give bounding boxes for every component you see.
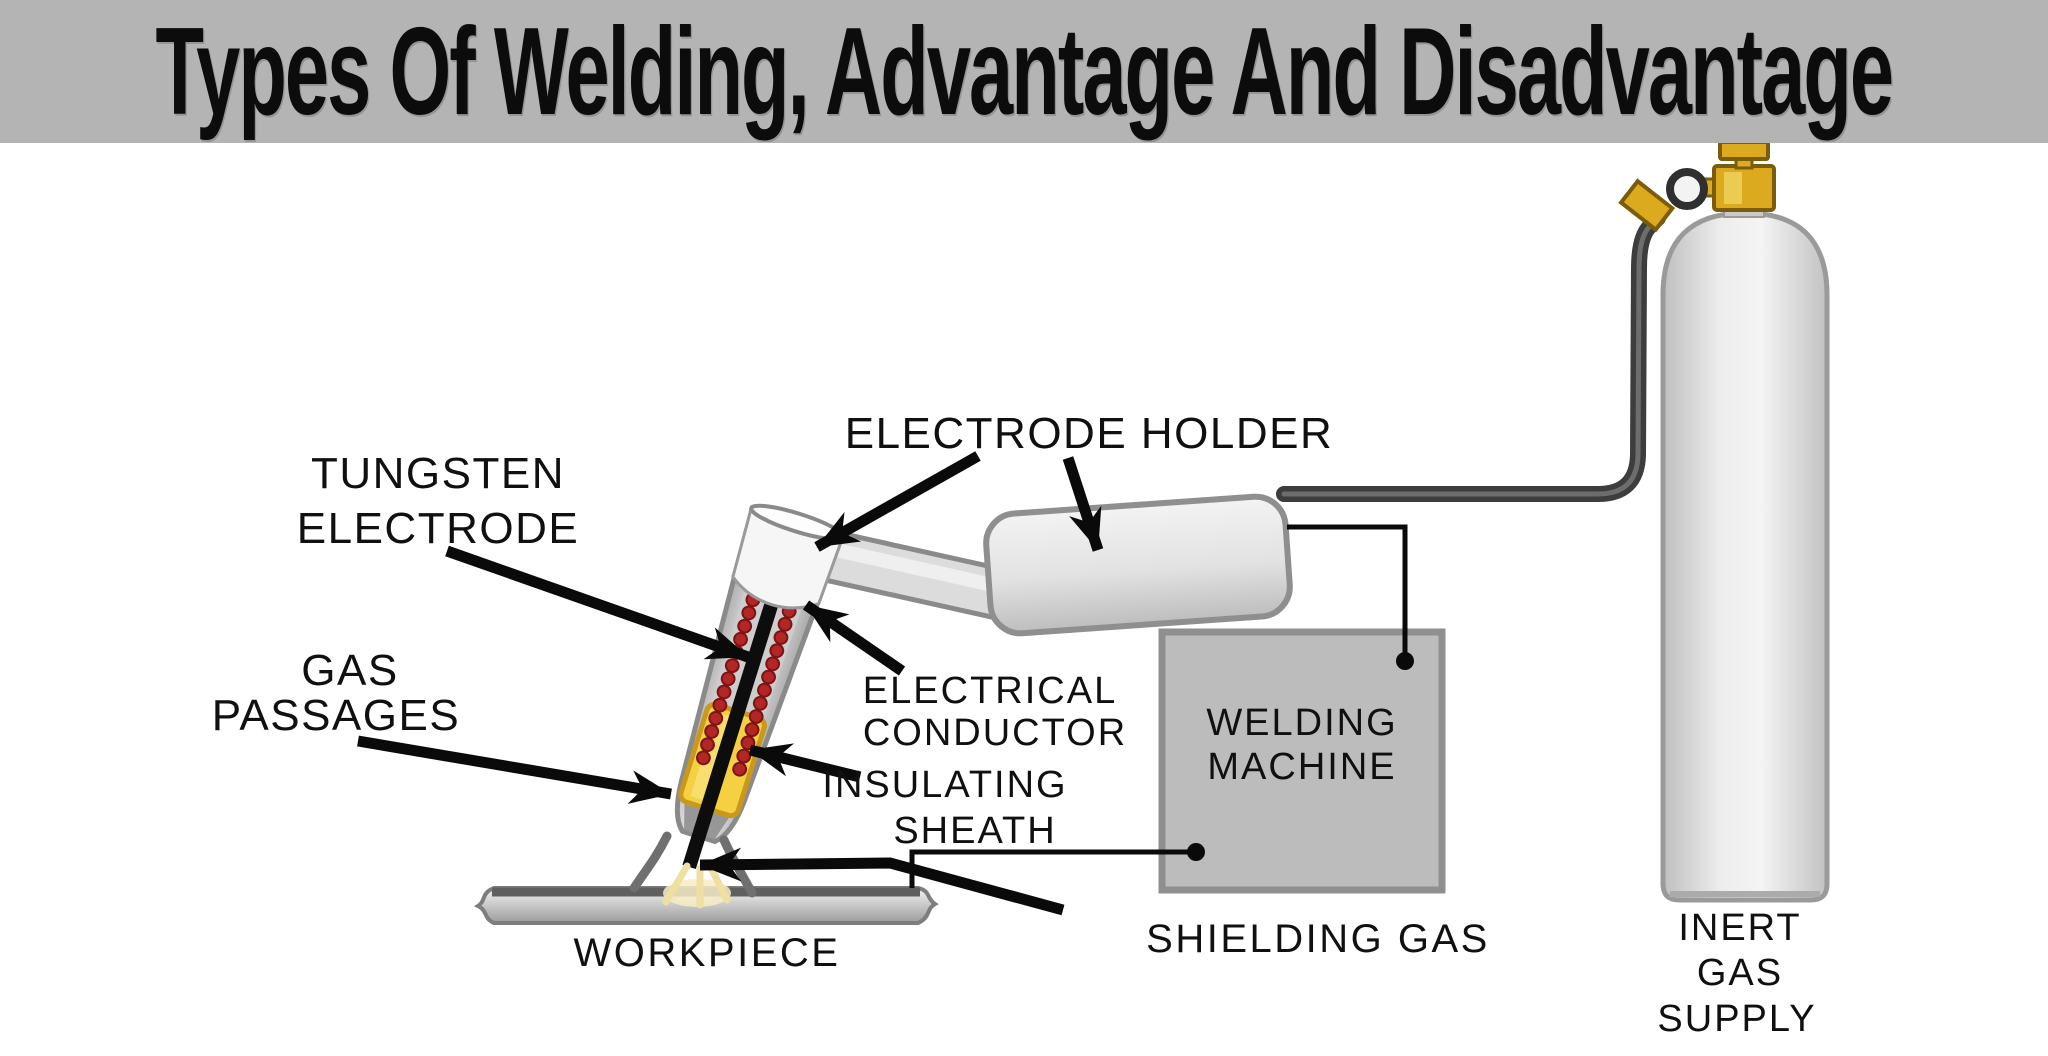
label-passages: PASSAGES [212, 691, 460, 740]
gas-passage-dot [732, 761, 748, 777]
gas-passage-dot [708, 710, 724, 726]
gas-passage-dot [741, 605, 757, 621]
gas-passage-dot [716, 684, 732, 700]
gas-passage-dot [696, 750, 711, 766]
gas-passage-dot [769, 643, 785, 659]
wire-terminal-dot [1187, 843, 1205, 861]
gas-passage-dot [752, 695, 768, 711]
gas-passage-dot [757, 682, 772, 698]
tungsten-electrode-rod [682, 551, 794, 870]
holder-to-machine-wire [1287, 524, 1414, 670]
label-inert-supply: SUPPLY [1657, 998, 1816, 1040]
electrode-holder-body [983, 493, 1293, 637]
gas-passage-dots [696, 592, 797, 777]
gas-passage-dot [748, 709, 764, 724]
pointer-gas-passages [357, 735, 672, 804]
hose-coupling-ring [1666, 168, 1708, 210]
page-title: Types Of Welding, Advantage And Disadvan… [155, 2, 1895, 141]
valve-block [1712, 164, 1776, 212]
gas-cylinder [1660, 202, 1830, 903]
label-workpiece: WORKPIECE [574, 931, 841, 975]
gas-passage-dot [773, 630, 789, 645]
gas-passage-dot [744, 722, 760, 738]
cylinder-valve [1618, 140, 1776, 233]
valve-fitting-angled [1618, 178, 1676, 233]
gas-hose-highlight [1281, 215, 1661, 497]
pointer-electrode-holder-right [1062, 456, 1104, 552]
gas-passage-dot [712, 697, 728, 713]
gas-passage-dot [724, 658, 740, 674]
gas-passage-dot [765, 656, 781, 672]
label-insulating: INSULATING [822, 764, 1067, 806]
gas-hose [1276, 210, 1666, 502]
welding-torch [674, 503, 846, 870]
label-conductor: CONDUCTOR [863, 712, 1127, 754]
label-tungsten: TUNGSTEN [311, 449, 565, 498]
label-welding: WELDING [1206, 702, 1397, 744]
pointer-insulating-sheath [748, 743, 862, 783]
pointer-shielding-gas [699, 847, 1065, 916]
valve-handle [1718, 140, 1770, 161]
workpiece-to-machine-wire [909, 843, 1205, 888]
label-inert-gas: GAS [1697, 952, 1783, 994]
welding-machine-box [1158, 628, 1446, 894]
gas-passage-dot [704, 724, 720, 739]
wire-terminal-dot [1396, 652, 1414, 670]
label-electrical: ELECTRICAL [863, 670, 1117, 712]
label-shielding-gas: SHIELDING GAS [1146, 917, 1490, 961]
gas-passage-dot [777, 616, 793, 632]
label-inert: INERT [1678, 907, 1801, 949]
label-electrode-holder: ELECTRODE HOLDER [845, 409, 1334, 458]
label-gas: GAS [301, 646, 398, 695]
gas-passage-dot [761, 669, 776, 685]
pointer-tungsten-electrode [445, 545, 750, 663]
pointer-electrode-holder-left [814, 451, 981, 552]
label-tungsten-electrode: ELECTRODE [297, 504, 579, 553]
label-machine: MACHINE [1207, 746, 1396, 788]
label-sheath: SHEATH [893, 810, 1056, 852]
pointer-electrical-conductor [802, 600, 906, 676]
torch-neck-tube [785, 525, 1037, 623]
title-bar: Types Of Welding, Advantage And Disadvan… [0, 0, 2048, 143]
